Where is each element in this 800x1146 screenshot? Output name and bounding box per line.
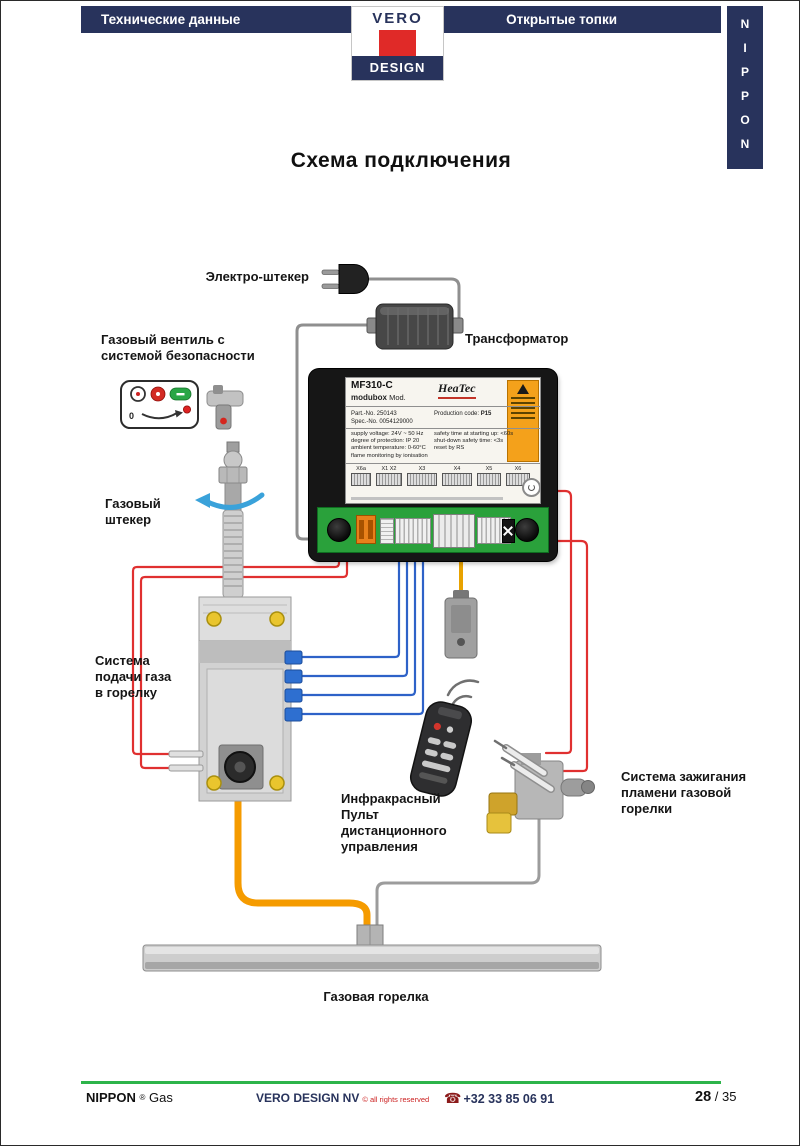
- label-ignition: Система зажигания пламени газовой горелк…: [621, 769, 747, 816]
- gas-plug-figure: [195, 441, 265, 599]
- footer-divider: [81, 1081, 721, 1084]
- specs-right: safety time at starting up: <60s shut-do…: [434, 431, 514, 452]
- label-gas-valve: Газовый вентиль с системой безопасности: [101, 332, 255, 363]
- heatec-brand: HeaTec: [438, 381, 476, 399]
- connector-medium: [395, 518, 431, 544]
- electrode-pin: [168, 750, 204, 758]
- left-knob: [327, 518, 351, 542]
- footer-phone: ☎+32 33 85 06 91: [444, 1090, 555, 1106]
- registered-icon: ®: [139, 1093, 146, 1102]
- modubox-line: modubox Mod.: [351, 393, 406, 402]
- electrode-pin: [168, 764, 204, 772]
- wire-ignition-to-burner: [375, 817, 541, 935]
- label-burner: Газовая горелка: [323, 989, 429, 1004]
- terminal-diagram: X6a X1 X2 X3 X4 X5 X6: [351, 466, 530, 486]
- flame-sensor-figure: [444, 590, 478, 659]
- reset-button-icon: [522, 478, 541, 497]
- cable-gas-to-burner: [234, 795, 371, 945]
- rotate-arrow-icon: [141, 412, 178, 420]
- footer-rights: © all rights reserved: [362, 1095, 430, 1104]
- dark-connector: [502, 519, 515, 543]
- footer-brand: NIPPON ® Gas: [86, 1090, 173, 1105]
- wire-transformer-to-box: [295, 323, 369, 541]
- warning-icon: [517, 384, 529, 394]
- connector-small: [380, 518, 394, 544]
- page-title: Схема подключения: [290, 149, 512, 172]
- valve-zero-label: 0: [129, 411, 134, 421]
- transformer-figure: [366, 303, 464, 350]
- electric-plug-figure: [321, 264, 369, 294]
- label-electric-plug: Электро-штекер: [205, 269, 309, 284]
- nippon-side-tab: N I P P O N: [727, 6, 763, 169]
- ignition-figure: [486, 739, 595, 834]
- pcb-terminal-strip: [317, 507, 549, 553]
- right-knob: [515, 518, 539, 542]
- production-code: Production code: P15: [434, 411, 492, 417]
- control-box-mf310: MF310-C modubox Mod. HeaTec Part.-No. 25…: [309, 369, 557, 561]
- control-box-label: MF310-C modubox Mod. HeaTec Part.-No. 25…: [345, 377, 541, 504]
- logo-vero-text: VERO: [372, 10, 423, 27]
- connector-large: [433, 514, 475, 548]
- page-number: 28 / 35: [695, 1089, 737, 1105]
- header-left-title: Технические данные: [101, 12, 241, 27]
- gas-valve-safety-figure: 0: [120, 380, 199, 429]
- gas-valve-photo: [206, 385, 244, 430]
- label-remote: Инфракрасный Пульт дистанционного управл…: [341, 791, 447, 854]
- header-right-title: Открытые топки: [506, 12, 617, 27]
- remote-figure: [409, 701, 473, 797]
- gas-supply-figure: [168, 596, 303, 802]
- logo-red-square: [379, 30, 416, 57]
- model-number: MF310-C: [351, 380, 393, 391]
- warning-sticker: [507, 380, 539, 462]
- wires-red: [131, 489, 589, 773]
- orange-terminal: [356, 515, 376, 544]
- label-gas-plug: Газовый штекер: [105, 496, 161, 527]
- vero-design-logo: VERO DESIGN: [351, 6, 444, 81]
- footer-company: VERO DESIGN NV© all rights reserved: [256, 1091, 430, 1105]
- burner-figure: [142, 924, 602, 972]
- phone-icon: ☎: [444, 1090, 462, 1106]
- label-transformer: Трансформатор: [465, 331, 569, 346]
- logo-design-text: DESIGN: [352, 56, 443, 80]
- remote-signal-arcs: [446, 679, 480, 708]
- wire-plug-to-transformer: [363, 277, 461, 319]
- specs-left: supply voltage: 24V ~ 50 Hz degree of pr…: [351, 431, 428, 459]
- wires: [131, 277, 589, 945]
- fine-print-bar: [351, 497, 503, 500]
- label-gas-supply: Система подачи газа в горелку: [95, 653, 172, 700]
- wires-blue-valve: [299, 551, 425, 716]
